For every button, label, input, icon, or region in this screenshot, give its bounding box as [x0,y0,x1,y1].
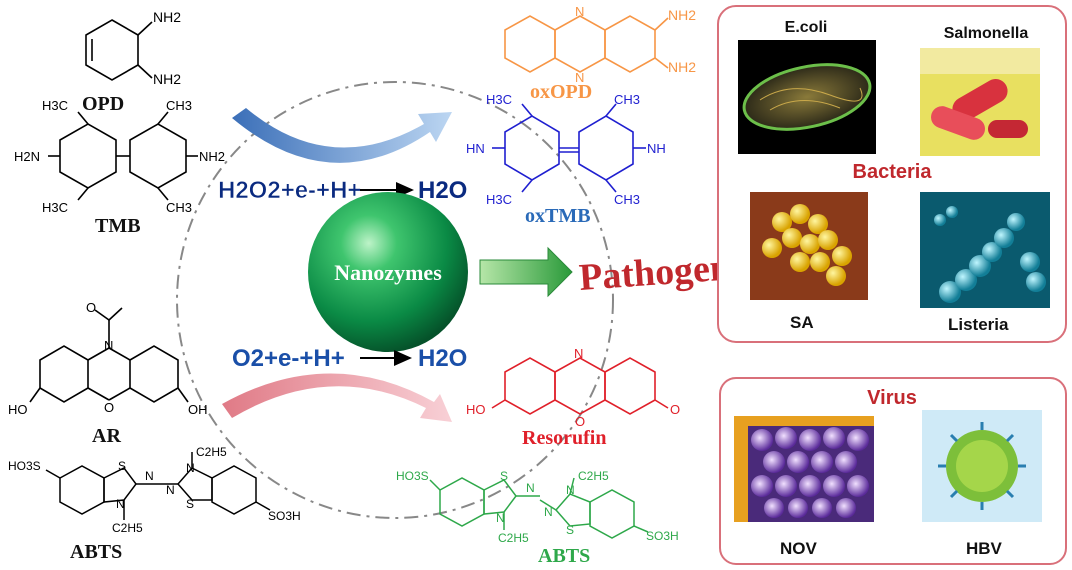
abts-ho3s: HO3S [8,459,41,473]
tmb-nh2: NH2 [199,149,225,164]
salmonella-label: Salmonella [944,25,1029,42]
nanozyme-sphere [308,192,468,352]
tmb-h2n: H2N [14,149,40,164]
abts-ox-n-azo2: N [544,505,553,519]
resorufin-keto-o: O [670,402,680,417]
salmonella-image [920,48,1040,156]
oxopd-nh2-bottom: NH2 [668,59,696,75]
abts-c2h5-bottom: C2H5 [112,521,143,535]
oxtmb-h3c-top: H3C [486,92,512,107]
reaction-cycle-circle [176,81,614,519]
abts-ox-ho3s: HO3S [396,469,429,483]
oxtmb-ch3-bottom: CH3 [614,192,640,207]
opd-nh2-top: NH2 [153,9,181,25]
abts-ox-s-bottom: S [566,523,574,537]
resorufin-structure [491,357,669,415]
ar-n: N [104,338,113,353]
tmb-label: TMB [95,215,141,237]
ar-structure [29,307,189,403]
listeria-label: Listeria [948,315,1009,334]
tmb-ch3-top: CH3 [166,98,192,113]
abts-structure [45,452,271,520]
abts-n-right: N [186,461,195,475]
abts-label: ABTS [70,541,122,563]
tmb-h3c-bottom: H3C [42,200,68,215]
ar-ho: HO [8,402,28,417]
abts-ox-s-top: S [500,469,508,483]
abts-so3h: SO3H [268,509,301,523]
oxtmb-h3c-bottom: H3C [486,192,512,207]
bacteria-title: Bacteria [853,161,933,183]
resorufin-ring-o: O [575,414,585,429]
listeria-image [920,192,1050,308]
abts-n-left: N [116,497,125,511]
hbv-image [922,410,1042,522]
ecoli-label: E.coli [785,19,828,36]
peroxide-reaction-left: H2O2+e-+H+ [218,177,361,204]
oxygen-reaction-left: O2+e-+H+ [232,345,345,372]
ar-ring-o: O [104,400,114,415]
ar-oh: OH [188,402,208,417]
tmb-h3c-top: H3C [42,98,68,113]
nov-label: NOV [780,539,818,558]
oxopd-n-top: N [575,4,584,19]
oxtmb-hn: HN [466,141,485,156]
oxopd-label: oxOPD [530,81,592,103]
abts-ox-so3h: SO3H [646,529,679,543]
sa-label: SA [790,313,814,332]
abts-s-bottom: S [186,497,194,511]
tmb-structure [48,111,198,201]
ar-carbonyl-o: O [86,300,96,315]
resorufin-label: Resorufin [522,427,606,449]
nov-image [734,416,874,522]
ecoli-image [738,40,876,154]
abts-ox-c2h5-bottom: C2H5 [498,531,529,545]
abts-ox-n-right: N [566,483,575,497]
abts-c2h5-top: C2H5 [196,445,227,459]
sa-image [750,192,868,300]
opd-label: OPD [82,93,124,115]
opd-structure [85,19,153,81]
abts-n-azo2: N [166,483,175,497]
oxopd-nh2-top: NH2 [668,7,696,23]
abts-ox-c2h5-top: C2H5 [578,469,609,483]
abts-ox-structure [429,477,649,539]
oxtmb-structure [492,103,646,193]
pink-curved-arrow [222,373,452,422]
resorufin-n: N [574,346,583,361]
resorufin-ho: HO [466,402,486,417]
oxopd-structure [504,15,669,73]
oxopd-n-bottom: N [575,70,584,85]
oxtmb-nh: NH [647,141,666,156]
virus-title: Virus [867,387,917,409]
peroxide-reaction-right: H2O [418,177,467,204]
abts-ox-label: ABTS [538,545,590,567]
oxtmb-ch3-top: CH3 [614,92,640,107]
abts-n-azo1: N [145,469,154,483]
nanozymes-label: Nanozymes [334,260,442,285]
abts-ox-n-azo1: N [526,481,535,495]
abts-ox-n-left: N [496,511,505,525]
hbv-label: HBV [966,539,1003,558]
tmb-ch3-bottom: CH3 [166,200,192,215]
abts-s-top: S [118,459,126,473]
blue-curved-arrow [232,108,452,163]
oxygen-reaction-right: H2O [418,345,467,372]
ar-label: AR [92,425,121,447]
green-block-arrow [479,246,573,298]
oxtmb-label: oxTMB [525,205,591,227]
opd-nh2-bottom: NH2 [153,71,181,87]
